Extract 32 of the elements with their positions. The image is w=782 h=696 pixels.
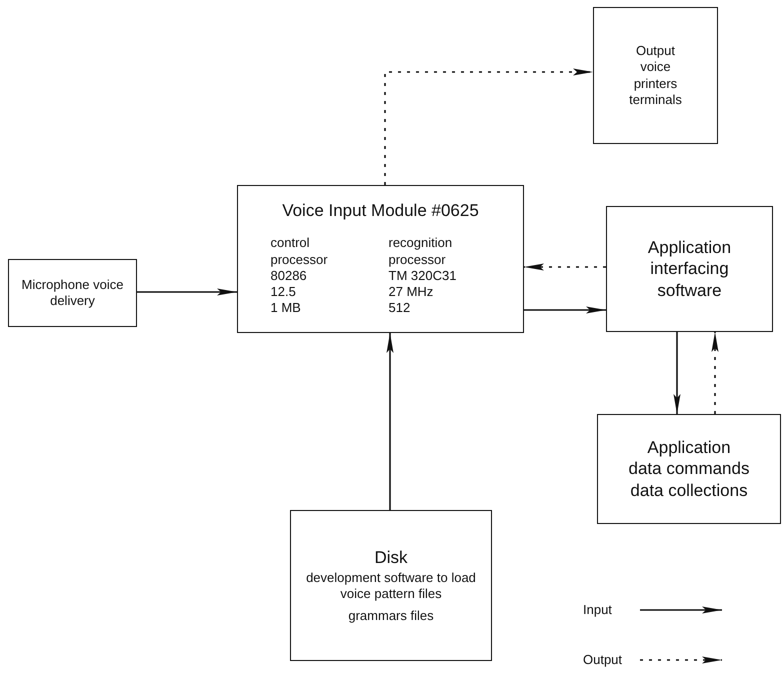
arrow [137, 288, 237, 296]
box-text: Microphone voice delivery [20, 276, 124, 310]
arrow [674, 332, 680, 414]
dashed-arrow [524, 264, 606, 270]
legend-text: Output [583, 652, 622, 667]
process-box [606, 206, 773, 332]
spec-text: recognition processor [388, 235, 452, 268]
spec-text: TM 320C31 [388, 268, 458, 284]
arrow [524, 306, 606, 314]
box-heading: Application [647, 437, 731, 458]
process-box [8, 259, 137, 327]
box-text: grammars files [347, 608, 435, 624]
arrow [386, 333, 394, 510]
dashed-arrow [384, 68, 593, 185]
spec-text: 512 [388, 300, 412, 316]
process-box [290, 510, 492, 661]
spec-text: 1 MB [270, 300, 302, 316]
dashed-arrow [712, 332, 718, 414]
spec-text: 12.5 [270, 284, 297, 300]
process-box [593, 7, 718, 144]
box-text: development software to load voice pattern files [305, 570, 477, 602]
spec-text: control processor [270, 235, 328, 268]
box-text: Output voice printers terminals [629, 43, 682, 108]
box-heading: Disk [374, 546, 408, 568]
process-box [237, 185, 524, 333]
process-box [597, 414, 781, 524]
spec-text: 27 MHz [388, 284, 434, 300]
legend-text: Input [583, 602, 612, 617]
spec-text: 80286 [270, 268, 308, 284]
box-text: Application interfacing software [648, 237, 732, 301]
module-title: Voice Input Module #0625 [282, 200, 479, 222]
box-text: data commands data collections [628, 458, 750, 501]
